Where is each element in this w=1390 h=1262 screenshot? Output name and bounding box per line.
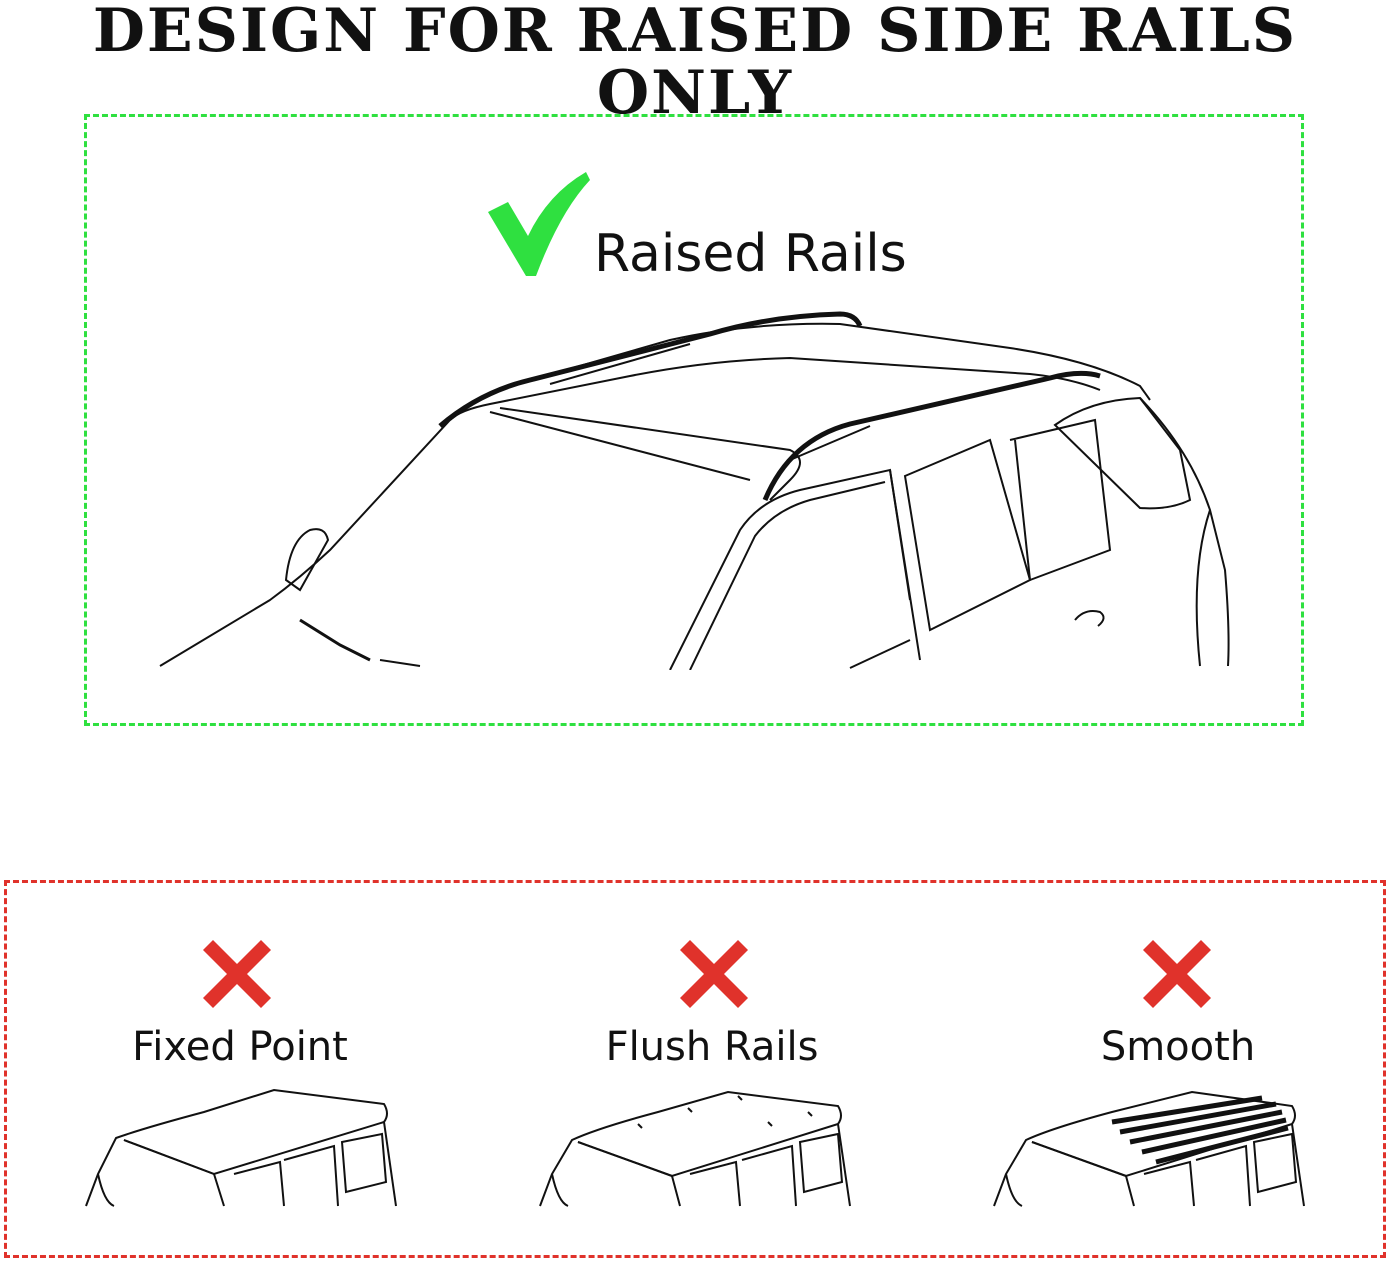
fixed-point-car-illustration [85, 1088, 397, 1207]
page-title: DESIGN FOR RAISED SIDE RAILS ONLY [92, 0, 1298, 128]
x-icon [680, 940, 748, 1008]
smooth-label: Smooth [1100, 1024, 1256, 1070]
smooth-car-illustration [993, 1090, 1305, 1207]
flush-rails-car-illustration [539, 1090, 851, 1207]
raised-rails-car-illustration [159, 311, 1230, 670]
raised-rails-label: Raised Rails [594, 224, 907, 284]
incompatible-roofs-panel [4, 880, 1386, 1258]
fixed-point-label: Fixed Point [132, 1024, 348, 1070]
raised-rails-panel [84, 114, 1304, 726]
flush-rails-label: Flush Rails [605, 1024, 819, 1070]
check-icon [488, 172, 590, 276]
x-icon [1143, 940, 1211, 1008]
x-icon [203, 940, 271, 1008]
